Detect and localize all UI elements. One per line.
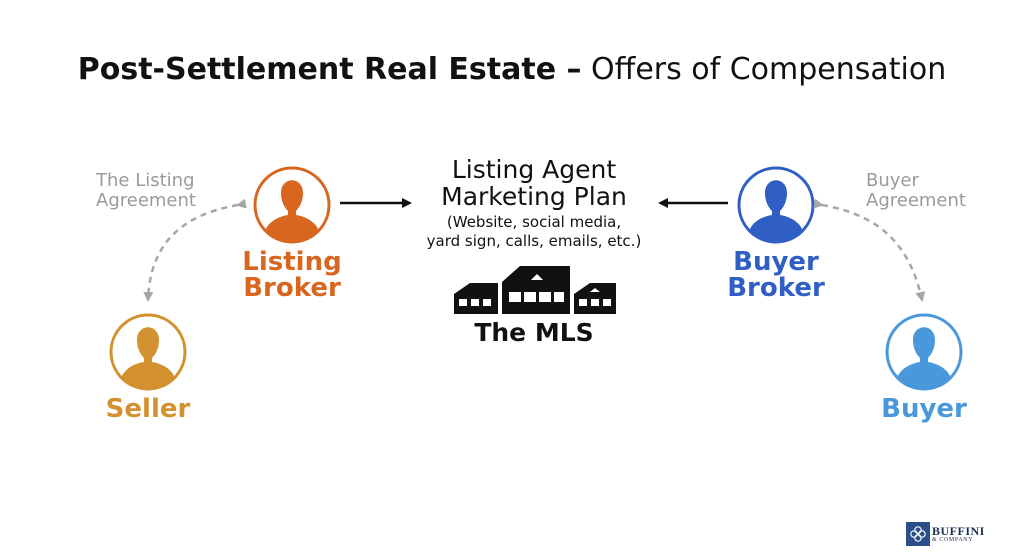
title-bold: Post-Settlement Real Estate –: [77, 52, 582, 87]
listing-agreement-label: The Listing Agreement: [96, 170, 196, 211]
buyer-agreement-label: Buyer Agreement: [866, 170, 966, 211]
buyer-broker-avatar: [737, 166, 815, 244]
marketing-plan-title: Listing Agent Marketing Plan: [441, 155, 627, 211]
page-title: Post-Settlement Real Estate – Offers of …: [0, 52, 1024, 87]
buyer-broker-label: Buyer Broker: [727, 247, 825, 303]
listing-broker-avatar: [253, 166, 331, 244]
seller-label: Seller: [105, 394, 191, 424]
buffini-logo-mark: [906, 522, 930, 546]
marketing-plan-details: (Website, social media, yard sign, calls…: [426, 213, 642, 250]
logo-sub: & COMPANY: [932, 537, 974, 543]
flower-icon: [910, 526, 926, 542]
buffini-logo: BUFFINI & COMPANY: [906, 522, 998, 546]
buyer-agreement-arrow: [813, 198, 926, 302]
title-regular: Offers of Compensation: [581, 52, 947, 87]
logo-name: BUFFINI: [932, 524, 985, 538]
buyer-label: Buyer: [881, 394, 967, 424]
listing-agreement-arrow: [143, 198, 247, 302]
mls-label: The MLS: [474, 318, 594, 347]
buyer-avatar: [885, 313, 963, 391]
mls-houses-icon: [454, 266, 616, 314]
listing-broker-label: Listing Broker: [242, 247, 342, 303]
seller-avatar: [109, 313, 187, 391]
